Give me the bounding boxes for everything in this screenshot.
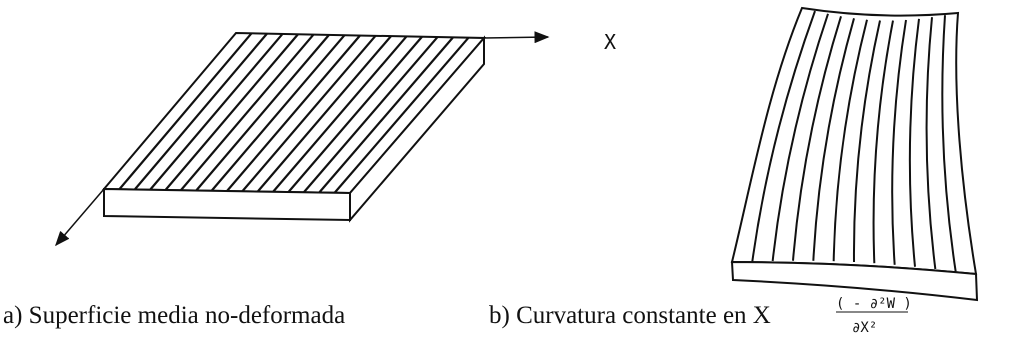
plate-stripe: [195, 34, 330, 192]
plate-stripe: [226, 34, 361, 192]
caption-b: b) Curvatura constante en X: [489, 302, 771, 329]
plate-stripe: [210, 34, 346, 192]
plate-stripe: [180, 33, 315, 191]
curved-plate-stripe: [751, 10, 816, 262]
plate-stripe: [133, 32, 268, 191]
plate-side-face: [349, 35, 485, 223]
curvature-formula-denominator: ∂X²: [852, 320, 877, 336]
x-axis-label: X: [604, 30, 616, 54]
plate-stripe: [164, 33, 299, 191]
plate-stripe: [333, 36, 470, 194]
plate-stripe: [256, 35, 392, 193]
curved-plate-stripe: [812, 18, 855, 261]
plate-stripe: [287, 36, 423, 193]
curved-plate-front-face: [730, 260, 979, 302]
curved-plate-stripe: [908, 18, 920, 267]
figure-a: X: [55, 30, 616, 247]
curvature-formula-numerator: ( - ∂²W ): [836, 296, 912, 312]
plate-stripe: [303, 36, 439, 193]
curved-plate-stripe: [792, 16, 842, 261]
curved-plate-stripe: [852, 20, 881, 263]
plate-stripe: [318, 36, 454, 194]
plate-stripe: [118, 32, 253, 190]
plate-front-face: [103, 187, 351, 222]
y-axis-arrow: [55, 188, 105, 247]
x-axis-arrow: [483, 31, 550, 44]
figure-b: ( - ∂²W ) ∂X²: [730, 6, 979, 336]
plate-stripe: [241, 35, 377, 192]
curved-plate-stripe: [872, 20, 894, 264]
plate-stripe: [272, 35, 408, 193]
caption-a: a) Superficie media no-deformada: [3, 302, 346, 329]
plate-stripe: [149, 33, 284, 191]
plate-stripes: [118, 32, 470, 194]
curved-plate-stripe: [941, 15, 957, 272]
curved-plate-stripe: [925, 17, 937, 270]
curved-plate-stripes: [751, 10, 957, 272]
curved-plate-stripe: [771, 13, 829, 262]
curved-plate-stripe: [832, 19, 868, 262]
curved-plate-stripe: [891, 19, 907, 265]
